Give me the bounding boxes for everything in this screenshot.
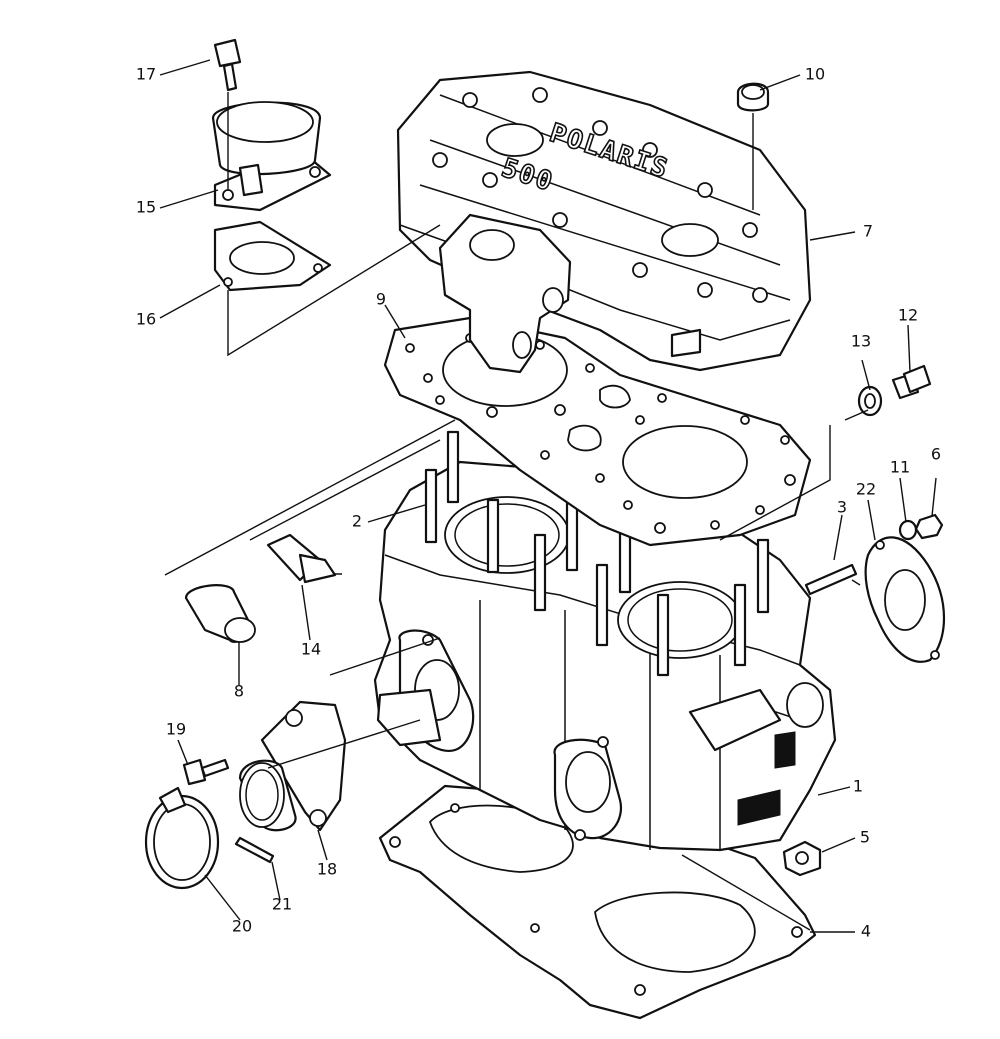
callout-3: 3 [837,498,847,517]
callout-21: 21 [272,895,292,914]
bolt-19 [182,758,230,786]
callout-13: 13 [851,332,871,351]
callout-22: 22 [856,480,876,499]
callout-8: 8 [234,682,244,701]
exhaust-gasket [864,536,945,663]
callout-11: 11 [890,458,910,477]
head-gasket [383,316,812,547]
thermostat [184,584,256,644]
screw-21 [234,836,275,864]
callout-16: 16 [136,310,156,329]
callout-17: 17 [136,65,156,84]
callout-9: 9 [376,290,386,309]
temperature-sensor [164,419,456,584]
callout-4: 4 [861,922,871,941]
callout-10: 10 [805,65,825,84]
callout-18: 18 [317,860,337,879]
callout-1: 1 [853,777,863,796]
callout-14: 14 [301,640,321,659]
nut-5 [782,840,822,877]
intake-adapter [238,700,347,832]
exhaust-stud [804,563,858,596]
callout-5: 5 [860,828,870,847]
cylinder-head: POLARIS 500 [396,70,812,372]
callout-leaders [159,59,937,933]
water-outlet [211,101,332,212]
callout-7: 7 [863,222,873,241]
callout-15: 15 [136,198,156,217]
callout-12: 12 [898,306,918,325]
washer-13 [857,385,883,417]
bolt-12 [891,364,932,400]
alignment-lines [267,409,869,931]
callout-19: 19 [166,720,186,739]
callout-2: 2 [352,512,362,531]
callout-numbers: 17 15 16 10 7 9 13 12 2 22 11 6 3 14 8 1… [136,65,941,941]
water-outlet-housing [438,213,572,374]
nut-6 [914,513,944,540]
callout-20: 20 [232,917,252,936]
bolt-17 [213,38,242,190]
clamp [144,786,220,890]
water-outlet-gasket [213,220,441,357]
callout-6: 6 [931,445,941,464]
washer-11 [898,519,918,541]
